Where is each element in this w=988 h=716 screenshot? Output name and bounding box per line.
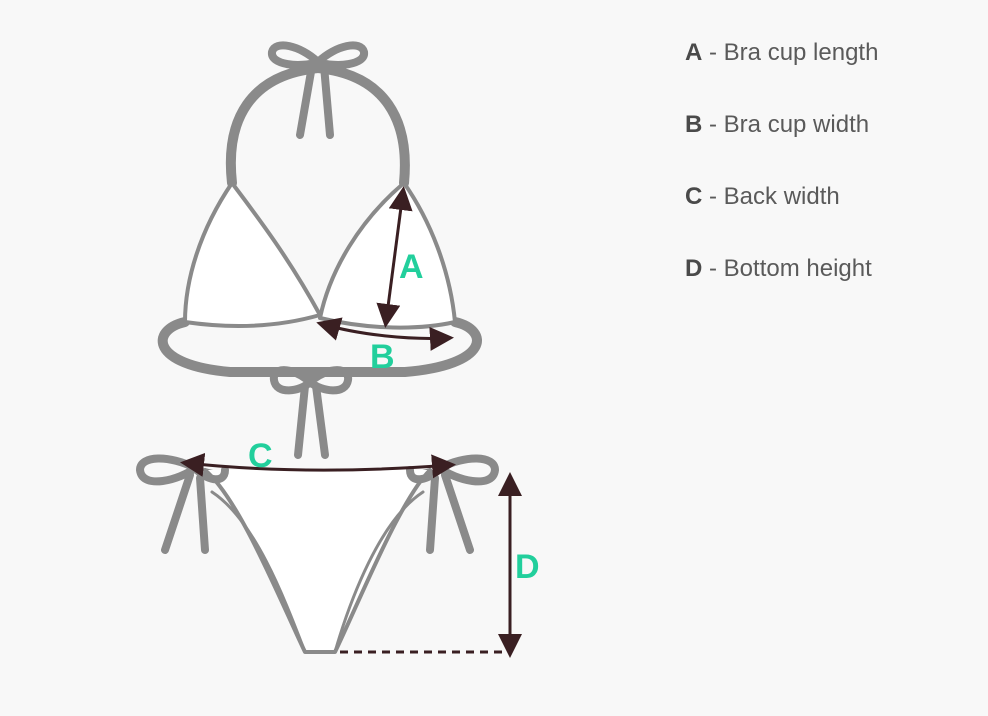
label-b: B bbox=[370, 338, 395, 376]
label-c: C bbox=[248, 437, 273, 475]
bikini-top bbox=[157, 41, 482, 459]
legend-text: Bra cup width bbox=[723, 111, 870, 138]
legend-text: Bottom height bbox=[723, 255, 872, 282]
legend-letter: D bbox=[685, 255, 703, 282]
legend-letter: A bbox=[685, 39, 703, 66]
legend-item: C - Back width bbox=[685, 183, 840, 210]
label-a: A bbox=[399, 248, 424, 286]
legend-text: Back width bbox=[723, 183, 840, 210]
legend-letter: C bbox=[685, 183, 703, 210]
measurement-arrows bbox=[180, 186, 522, 658]
legend-item: A - Bra cup length bbox=[685, 39, 879, 66]
legend-item: B - Bra cup width bbox=[685, 111, 870, 138]
legend-text: Bra cup length bbox=[723, 39, 879, 66]
measurement-legend: A - Bra cup length B - Bra cup width C -… bbox=[685, 38, 878, 326]
arrow-a bbox=[376, 186, 413, 328]
bikini-bottom bbox=[136, 454, 499, 654]
legend-letter: B bbox=[685, 111, 703, 138]
arrow-c bbox=[180, 452, 456, 479]
legend-item: D - Bottom height bbox=[685, 255, 872, 282]
arrow-b bbox=[316, 317, 454, 351]
label-d: D bbox=[515, 548, 540, 586]
